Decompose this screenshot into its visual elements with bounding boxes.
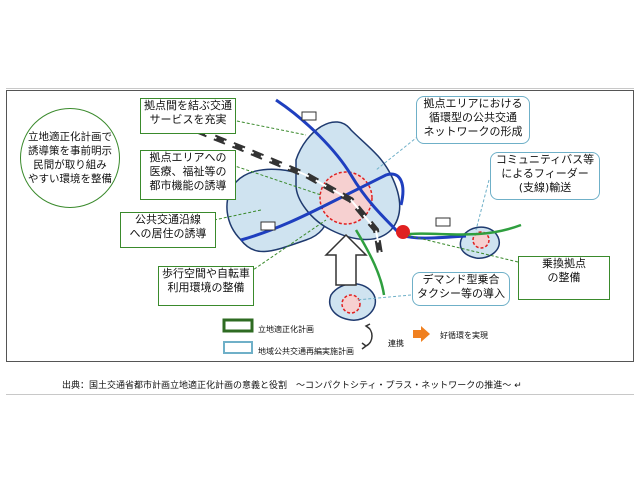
legend-plan-label: 立地適正化計画 xyxy=(258,325,314,334)
label-feeder: コミュニティバス等 によるフィーダー (支線)輸送 xyxy=(490,152,600,200)
label-walk-bike: 歩行空間や自転車 利用環境の整備 xyxy=(158,266,254,306)
legend-virtuous-label: 好循環を実現 xyxy=(440,331,488,340)
orange-arrow-icon xyxy=(413,326,430,342)
source-caption: 出典：国土交通省都市計画立地適正化計画の意義と役割 ～コンパクトシティ・プラス・… xyxy=(62,381,522,391)
road-line-1 xyxy=(275,98,403,237)
legend-transport-swatch xyxy=(223,341,253,354)
bus-icon xyxy=(260,111,451,231)
top-separator xyxy=(6,88,634,89)
coordination-icon xyxy=(361,323,373,350)
legend-transport-label: 地域公共交通再編実施計画 xyxy=(258,347,354,356)
concept-map xyxy=(194,98,522,354)
bottom-separator xyxy=(6,394,634,395)
transfer-point xyxy=(396,225,410,239)
transfer-arrow xyxy=(324,233,368,286)
rail-line xyxy=(194,127,384,261)
plan-bubble: 立地適正化計画で 誘導策を事前明示 民間が取り組み やすい環境を整備 xyxy=(20,108,120,208)
east-hub-circle xyxy=(472,231,490,249)
leader-lines xyxy=(213,119,519,273)
label-urban-function: 拠点エリアへの 医療、福祉等の 都市機能の誘導 xyxy=(140,150,236,200)
feeder-route-2 xyxy=(354,229,386,296)
label-residence: 公共交通沿線 への居住の誘導 xyxy=(120,212,216,248)
south-hub-circle xyxy=(341,294,361,314)
legend-coordination-label: 連携 xyxy=(388,339,404,348)
label-demand-taxi: デマンド型乗合 タクシー等の導入 xyxy=(412,272,510,306)
label-network: 拠点エリアにおける 循環型の公共交通 ネットワークの形成 xyxy=(416,96,530,144)
feeder-route-1 xyxy=(400,223,522,237)
label-transfer: 乗換拠点 の整備 xyxy=(518,256,610,300)
label-connect-service: 拠点間を結ぶ交通 サービスを充実 xyxy=(140,98,236,134)
legend-plan-swatch xyxy=(222,318,254,333)
road-line-2 xyxy=(240,172,405,242)
rail-line-inner xyxy=(195,129,382,261)
